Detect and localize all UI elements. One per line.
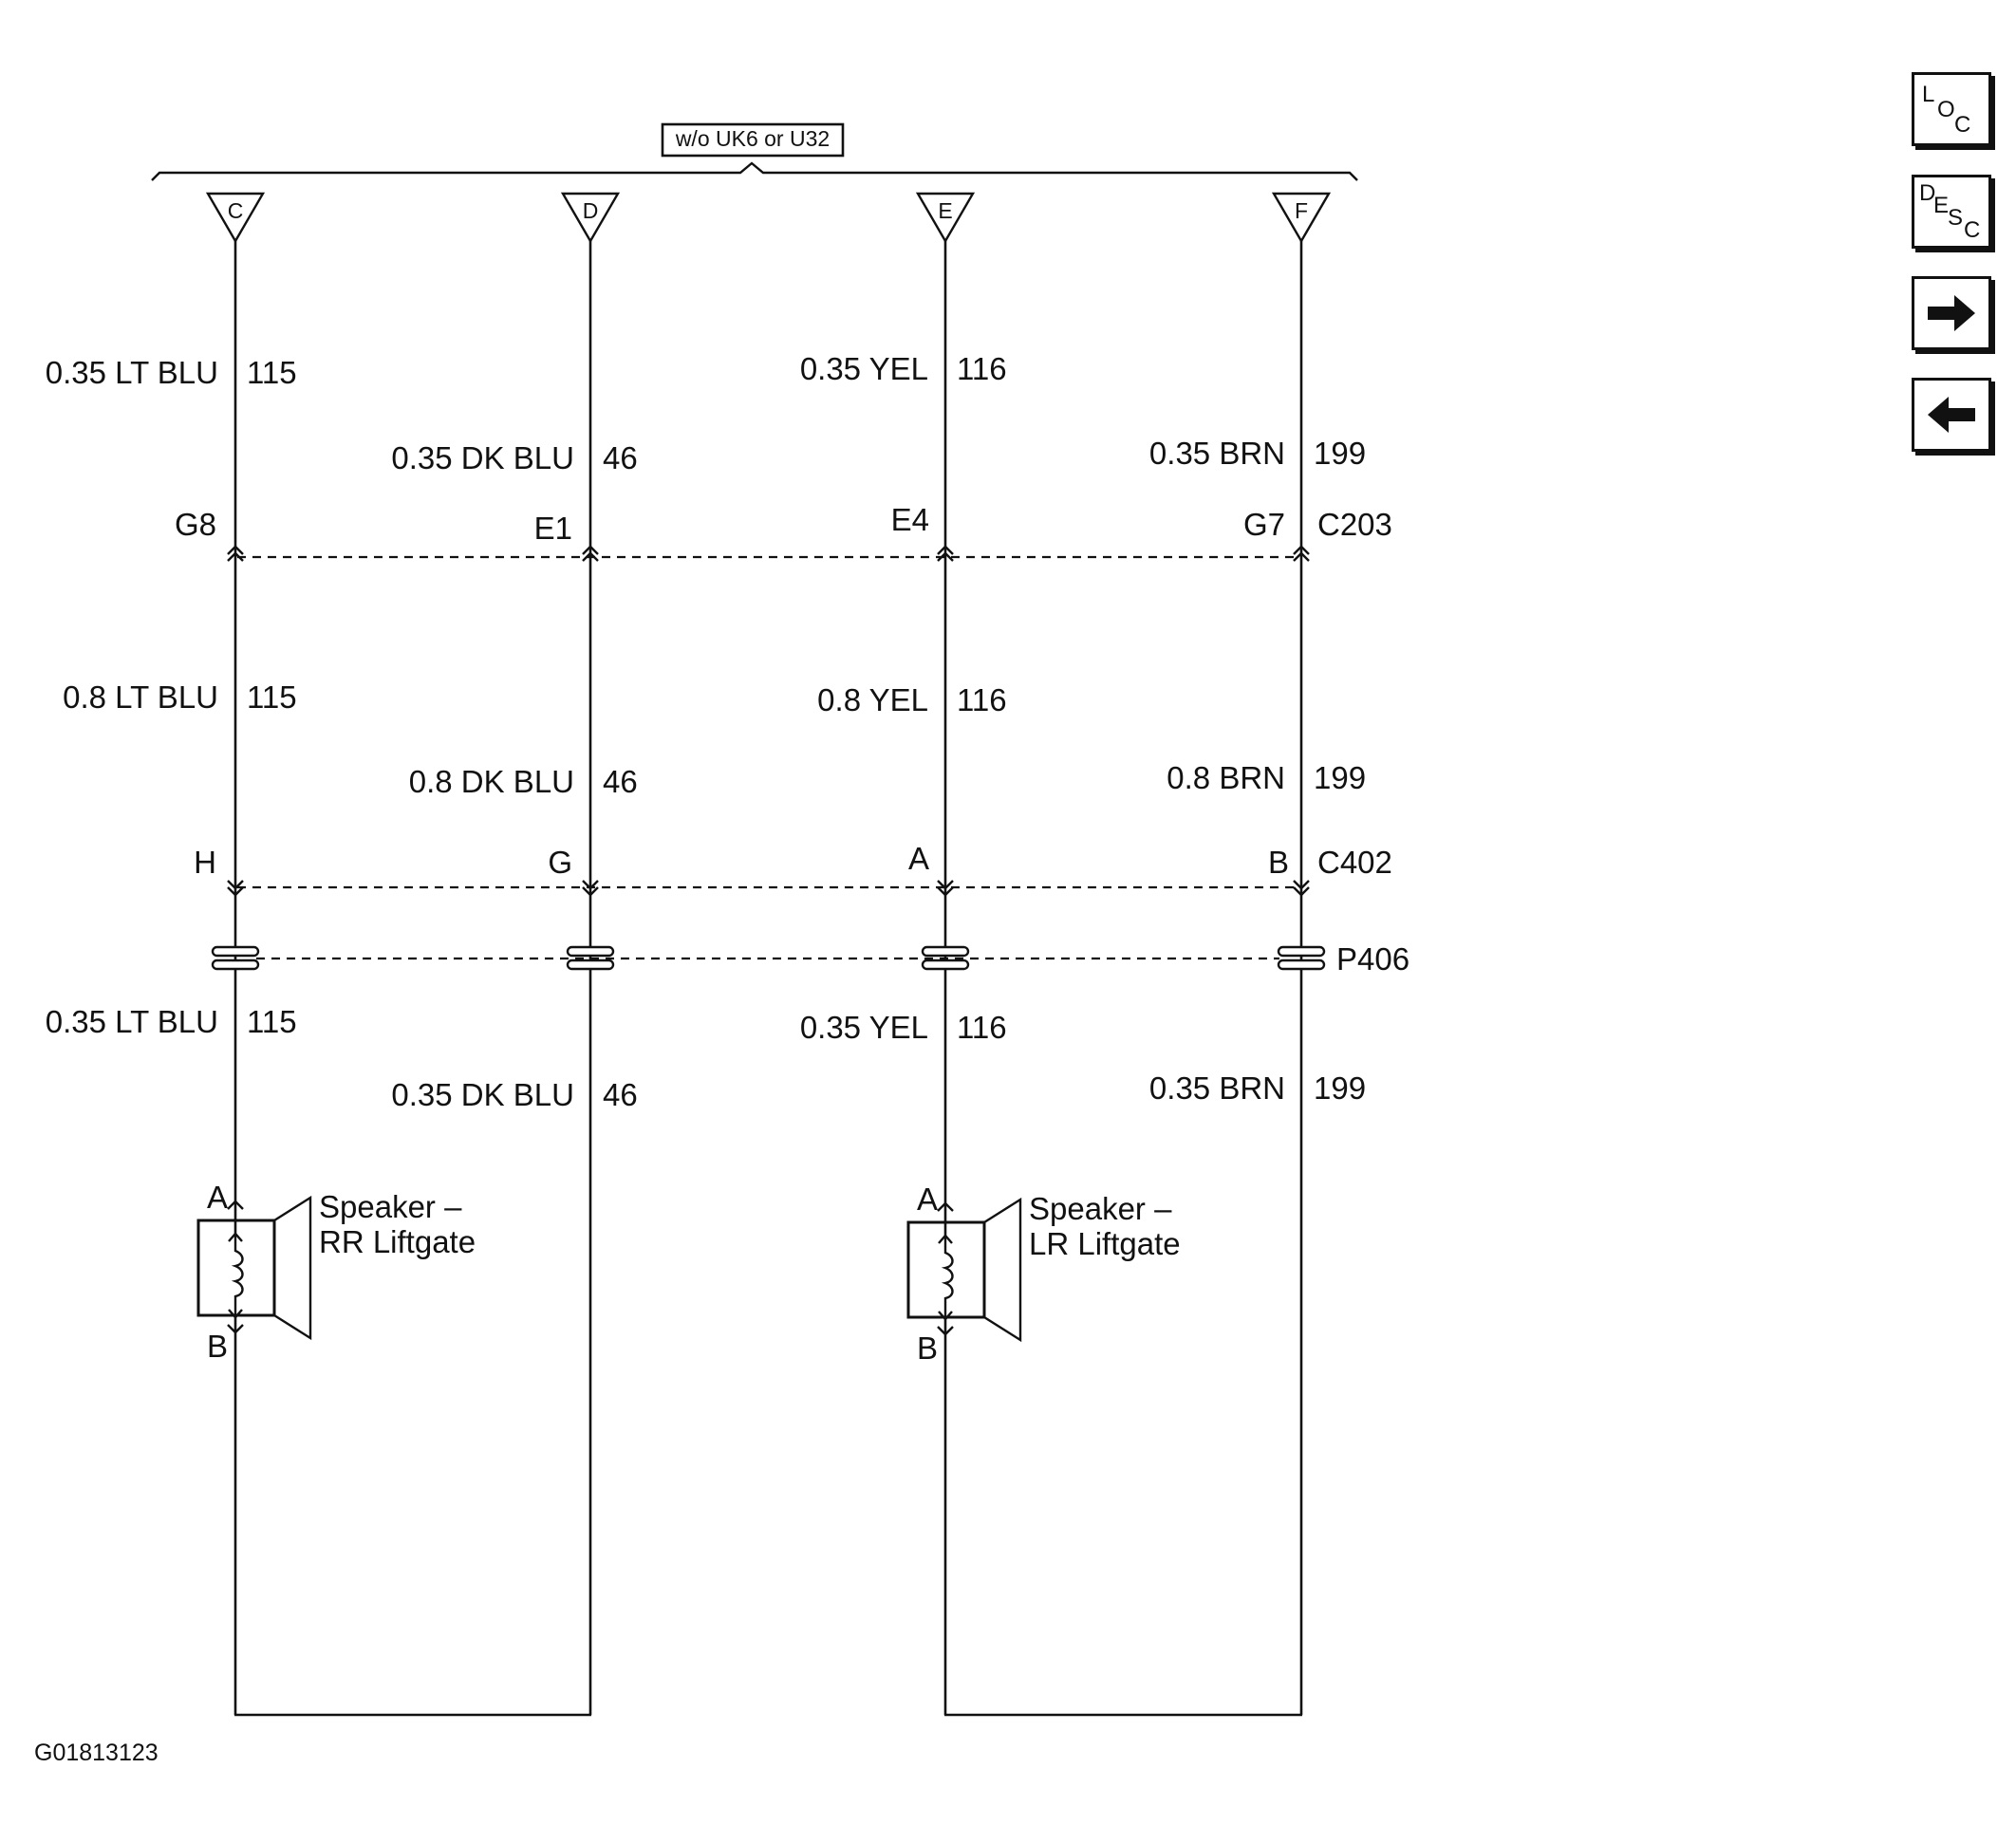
p406-grommet-f: [1277, 945, 1326, 971]
c203-pin-e4: E4: [891, 502, 929, 537]
speaker-lr-name-line1: Speaker –: [1029, 1191, 1172, 1226]
c203-pin-g7: G7: [1243, 507, 1285, 542]
connector-c402: H G A B C402: [194, 841, 1392, 897]
speaker-rr-terminal-a: [227, 1200, 244, 1210]
option-bracket: w/o UK6 or U32: [151, 122, 1358, 181]
circuit-46-bottom: 46: [603, 1077, 638, 1112]
c402-terminal-d: [582, 880, 599, 897]
c402-pin-g: G: [548, 845, 572, 880]
speaker-rr-cone: [273, 1195, 312, 1341]
previous-button[interactable]: [1912, 378, 1991, 452]
inline-connector-c: [205, 192, 266, 244]
wire-label-116-mid: 0.8 YEL: [817, 682, 928, 717]
inline-connector-e-label: E: [938, 198, 952, 223]
speaker-lr-cone: [983, 1197, 1022, 1343]
p406-name: P406: [1336, 941, 1409, 977]
speaker-rr-name-line1: Speaker –: [319, 1189, 462, 1224]
speaker-rr-pin-b: B: [207, 1329, 228, 1364]
desc-button[interactable]: D E S C: [1912, 175, 1991, 249]
c402-terminal-c: [227, 880, 244, 897]
c402-terminal-e: [937, 880, 954, 897]
circuit-116-mid: 116: [957, 682, 1007, 717]
wire-label-199-mid: 0.8 BRN: [1167, 760, 1285, 795]
c203-terminal-e: [937, 545, 954, 562]
option-label-box: [661, 122, 845, 158]
speaker-lr-pin-a: A: [917, 1182, 938, 1217]
loc-letter-2: O: [1937, 97, 1955, 122]
circuit-199-bottom: 199: [1314, 1070, 1366, 1106]
circuit-199-top: 199: [1314, 436, 1366, 471]
c402-terminal-f: [1293, 880, 1310, 897]
wire-label-46-bottom: 0.35 DK BLU: [391, 1077, 574, 1112]
desc-letter-1: D: [1919, 180, 1936, 206]
c203-pin-g8: G8: [175, 507, 216, 542]
circuit-115-mid: 115: [247, 679, 297, 715]
inline-connector-c-label: C: [228, 198, 244, 223]
speaker-rr-liftgate: A B Speaker – RR Liftgate: [196, 1180, 476, 1364]
c402-pin-b: B: [1268, 845, 1289, 880]
wire-label-115-mid: 0.8 LT BLU: [63, 679, 218, 715]
speaker-lr-terminal-b: [937, 1326, 954, 1336]
p406-grommet-c: [211, 945, 260, 971]
loc-letter-1: L: [1922, 82, 1935, 107]
c402-pin-h: H: [194, 845, 216, 880]
inline-connector-e: [915, 192, 976, 244]
speaker-rr-name-line2: RR Liftgate: [319, 1224, 476, 1259]
left-arrow-icon: [1928, 397, 1975, 433]
speaker-lr-liftgate: A B Speaker – LR Liftgate: [906, 1182, 1181, 1366]
c402-name: C402: [1317, 845, 1392, 880]
wire-labels-mid: 0.8 LT BLU 115 0.8 DK BLU 46 0.8 YEL 116…: [63, 679, 1366, 799]
c203-name: C203: [1317, 507, 1392, 542]
p406-grommet-d: [566, 945, 615, 971]
wire-label-115-bottom: 0.35 LT BLU: [46, 1004, 218, 1039]
c203-terminal-f: [1293, 545, 1310, 562]
desc-letter-3: S: [1948, 205, 1964, 231]
c402-pin-a: A: [908, 841, 929, 876]
wire-label-46-top: 0.35 DK BLU: [391, 440, 574, 475]
speaker-rr-terminal-b: [227, 1324, 244, 1334]
next-button[interactable]: [1912, 276, 1991, 350]
speaker-lr-pin-b: B: [917, 1331, 938, 1366]
circuit-199-mid: 199: [1314, 760, 1366, 795]
circuit-116-top: 116: [957, 351, 1007, 386]
right-arrow-icon: [1928, 295, 1975, 331]
speaker-rr-coil: [231, 1234, 244, 1317]
circuit-46-top: 46: [603, 440, 638, 475]
wire-labels-top: 0.35 LT BLU 115 0.35 DK BLU 46 0.35 YEL …: [46, 351, 1366, 475]
option-label: w/o UK6 or U32: [675, 126, 830, 151]
figure-id: G01813123: [34, 1740, 159, 1766]
c203-terminal-d: [582, 545, 599, 562]
circuit-115-bottom: 115: [247, 1004, 297, 1039]
circuit-46-mid: 46: [603, 764, 638, 799]
circuit-115-top: 115: [247, 355, 297, 390]
wire-label-199-bottom: 0.35 BRN: [1149, 1070, 1285, 1106]
c203-pin-e1: E1: [534, 511, 572, 546]
speaker-lr-coil: [941, 1236, 954, 1319]
connector-p406: P406: [211, 941, 1409, 977]
speaker-rr-pin-a: A: [207, 1180, 228, 1215]
connector-c203: G8 E1 E4 G7 C203: [175, 502, 1392, 562]
inline-connector-f: [1271, 192, 1332, 244]
p406-grommet-e: [921, 945, 970, 971]
wire-label-116-bottom: 0.35 YEL: [800, 1010, 928, 1045]
inline-connector-d-label: D: [583, 198, 599, 223]
circuit-116-bottom: 116: [957, 1010, 1007, 1045]
wire-label-115-top: 0.35 LT BLU: [46, 355, 218, 390]
wire-label-46-mid: 0.8 DK BLU: [409, 764, 574, 799]
inline-connector-f-label: F: [1295, 198, 1308, 223]
loc-button[interactable]: L O C: [1912, 72, 1991, 146]
inline-connectors: C D E F: [205, 192, 1332, 244]
inline-connector-d: [560, 192, 621, 244]
wire-labels-bottom: 0.35 LT BLU 115 0.35 DK BLU 46 0.35 YEL …: [46, 1004, 1366, 1112]
speaker-lr-terminal-a: [937, 1201, 954, 1212]
wire-label-116-top: 0.35 YEL: [800, 351, 928, 386]
desc-letter-4: C: [1964, 217, 1981, 243]
speaker-lr-name-line2: LR Liftgate: [1029, 1226, 1181, 1261]
desc-letter-2: E: [1933, 193, 1950, 218]
wires: [233, 241, 1303, 1717]
loc-letter-3: C: [1954, 112, 1971, 138]
wire-label-199-top: 0.35 BRN: [1149, 436, 1285, 471]
c203-terminal-c: [227, 545, 244, 562]
